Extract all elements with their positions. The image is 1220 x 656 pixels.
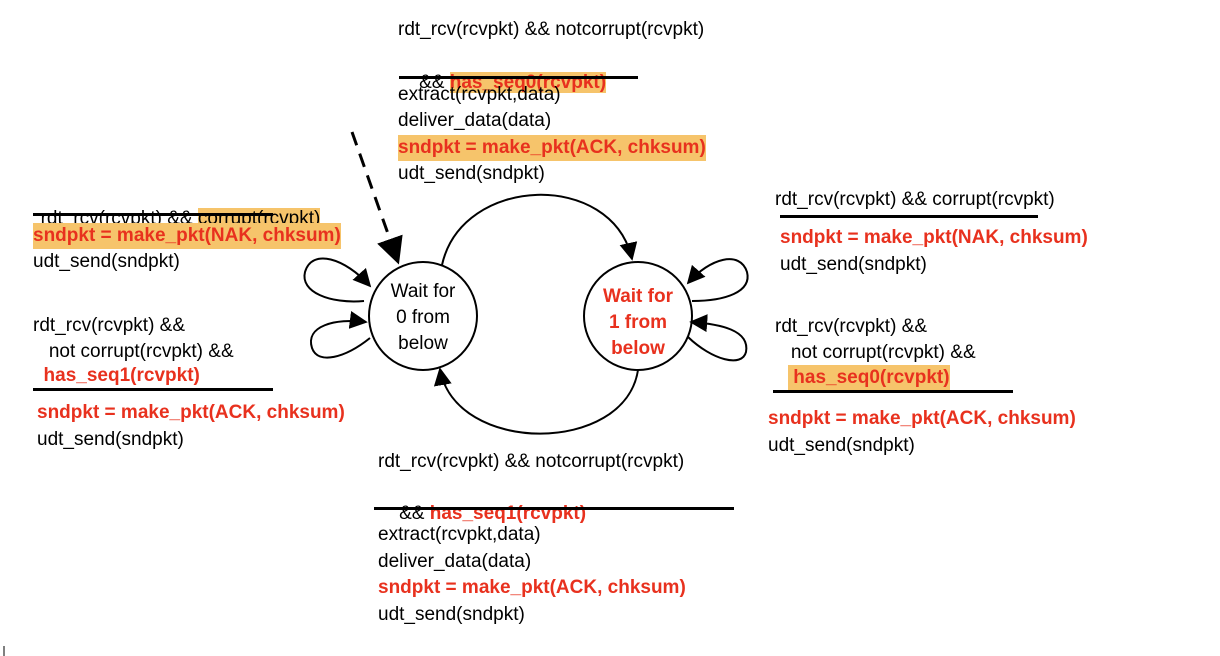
right-top-action-send: udt_send(sndpkt) (780, 254, 927, 275)
bottom-action-extract: extract(rcvpkt,data) (378, 524, 541, 545)
bottom-guard-line2: && has_seq1(rcvpkt) (378, 475, 586, 527)
state-wait-for-0 (368, 261, 478, 371)
self-loop-right-lower (687, 314, 748, 362)
right-bottom-action-send: udt_send(sndpkt) (768, 435, 915, 456)
top-action-send: udt_send(sndpkt) (398, 163, 545, 184)
right-top-action-make-nak: sndpkt = make_pkt(NAK, chksum) (780, 227, 1088, 248)
top-action-make-ack: sndpkt = make_pkt(ACK, chksum) (398, 135, 706, 161)
right-bottom-guard-line1: rdt_rcv(rcvpkt) && (775, 316, 928, 337)
self-loop-right-upper (686, 258, 749, 302)
right-top-separator (780, 215, 1038, 218)
left-bottom-separator (33, 388, 273, 391)
left-bottom-guard-has-seq1: has_seq1(rcvpkt) (33, 365, 200, 386)
right-bottom-guard-line2: not corrupt(rcvpkt) && (775, 342, 976, 363)
left-top-action-make-nak: sndpkt = make_pkt(NAK, chksum) (33, 223, 341, 249)
bottom-guard-line1: rdt_rcv(rcvpkt) && notcorrupt(rcvpkt) (378, 451, 685, 472)
left-top-separator (33, 213, 273, 216)
self-loop-left-upper (303, 257, 372, 303)
right-bottom-action-make-ack: sndpkt = make_pkt(ACK, chksum) (768, 408, 1076, 429)
transition-1-to-0 (433, 367, 639, 435)
transition-0-to-1 (441, 193, 638, 266)
bottom-action-make-ack: sndpkt = make_pkt(ACK, chksum) (378, 577, 686, 598)
left-bottom-guard-line1: rdt_rcv(rcvpkt) && (33, 315, 186, 336)
bottom-separator (374, 507, 734, 510)
bottom-action-send: udt_send(sndpkt) (378, 604, 525, 625)
top-separator (399, 76, 638, 79)
self-loop-left-lower (309, 311, 371, 359)
top-action-deliver: deliver_data(data) (398, 110, 552, 131)
bottom-action-deliver: deliver_data(data) (378, 551, 532, 572)
left-bottom-action-make-ack: sndpkt = make_pkt(ACK, chksum) (37, 402, 345, 423)
top-guard-line1: rdt_rcv(rcvpkt) && notcorrupt(rcvpkt) (398, 19, 705, 40)
initial-state-arrow (350, 131, 403, 265)
state-label-wait-0: Wait for 0 from below (390, 281, 456, 354)
state-label-wait-1: Wait for 1 from below (602, 286, 673, 359)
right-top-guard: rdt_rcv(rcvpkt) && corrupt(rcvpkt) (775, 189, 1055, 210)
left-bottom-action-send: udt_send(sndpkt) (37, 429, 184, 450)
left-bottom-guard-line2: not corrupt(rcvpkt) && (33, 341, 234, 362)
top-action-extract: extract(rcvpkt,data) (398, 84, 561, 105)
right-bottom-separator (773, 390, 1013, 393)
left-top-action-send: udt_send(sndpkt) (33, 251, 180, 272)
right-bottom-guard-has-seq0: has_seq0(rcvpkt) (788, 365, 950, 391)
